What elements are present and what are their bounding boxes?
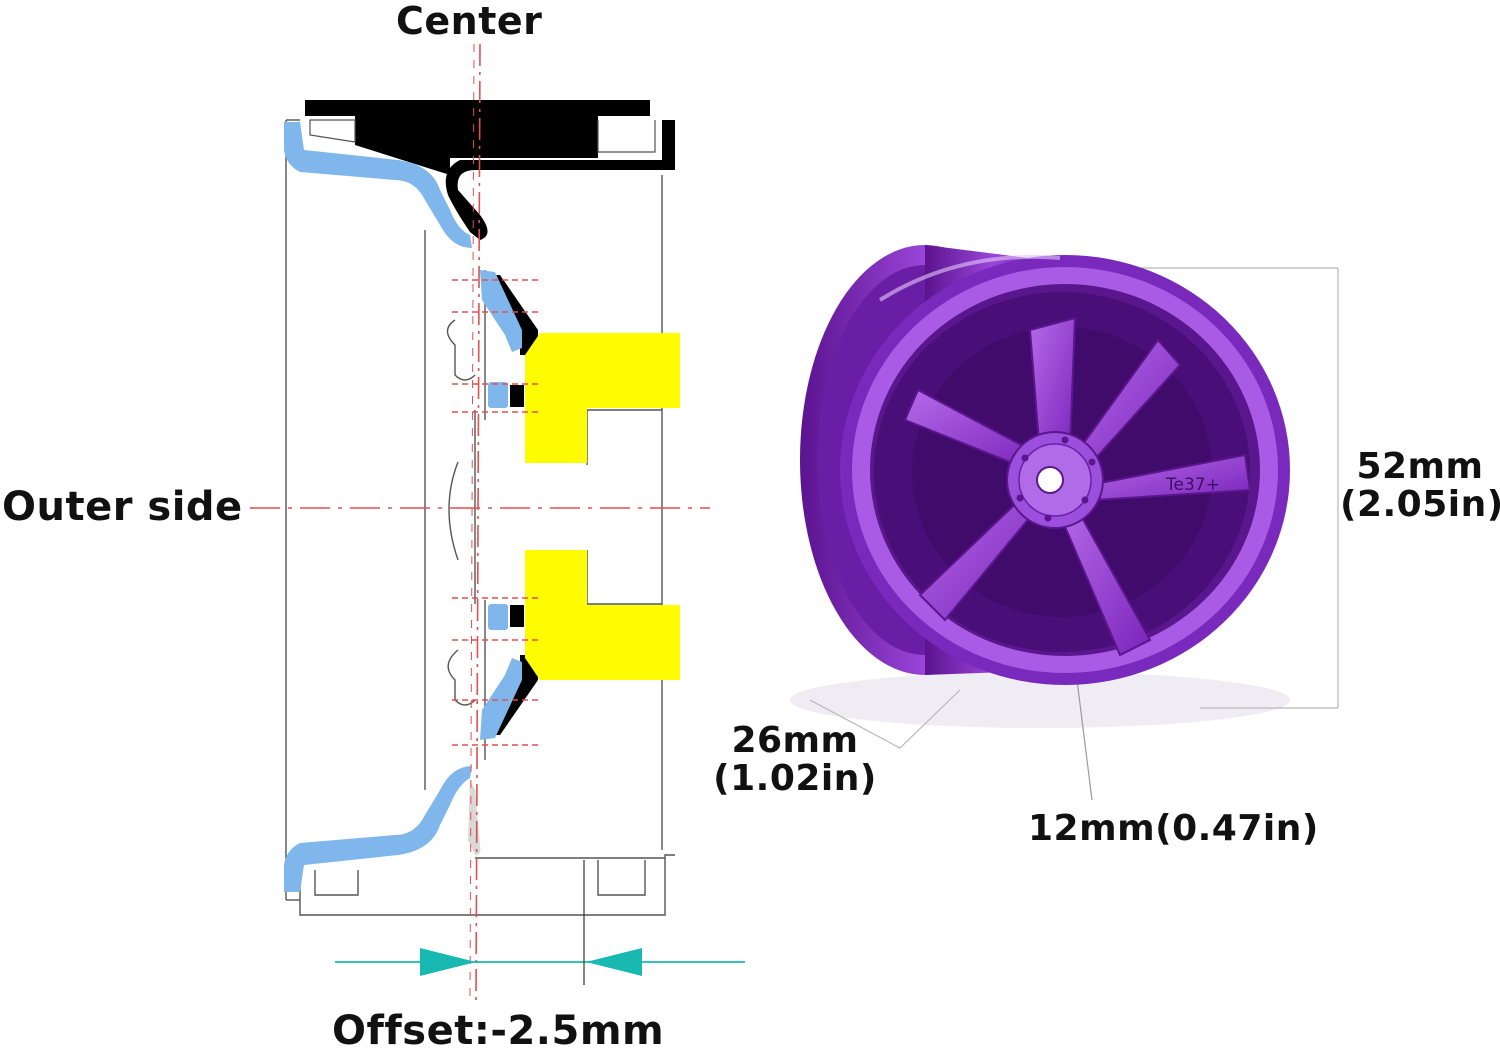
diameter-mm: 52mm [1356,446,1484,487]
outer-side-label: Outer side [2,484,243,530]
offset-label: Offset:-2.5mm [332,1008,665,1054]
diameter-inch: (2.05in) [1340,483,1500,525]
center-lines [250,43,710,1001]
width-mm: 26mm [731,720,859,761]
width-label: 26mm (1.02in) [710,722,880,798]
tire-profile [305,100,675,855]
wheel-spokes [903,316,1252,657]
cross-section [250,43,745,1001]
rim-outer-profile [284,122,522,892]
hub-adapter [525,333,680,680]
center-label: Center [396,0,543,43]
diameter-label: 52mm (2.05in) [1340,448,1500,524]
offset-arrows [335,860,745,985]
wheel-photo: Te37+ [790,245,1339,801]
width-inch: (1.02in) [713,757,877,799]
wheel-brand-text: Te37+ [1165,475,1220,495]
hex-label: 12mm(0.47in) [1028,808,1319,849]
